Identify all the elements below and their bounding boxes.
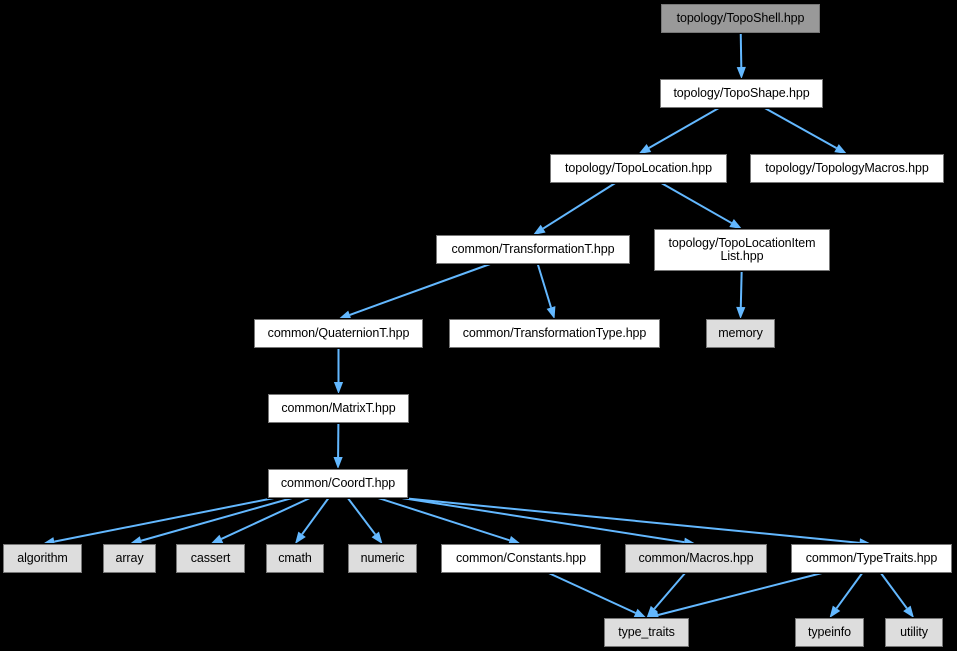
- graph-node-algorithm[interactable]: algorithm: [2, 543, 83, 574]
- graph-node-transformationtype[interactable]: common/TransformationType.hpp: [448, 318, 661, 349]
- graph-node-quaterniont[interactable]: common/QuaternionT.hpp: [253, 318, 424, 349]
- graph-node-memory[interactable]: memory: [705, 318, 776, 349]
- graph-edge-quaterniont-to-matrixt: [333, 348, 344, 394]
- graph-node-cmath[interactable]: cmath: [265, 543, 325, 574]
- graph-node-constants[interactable]: common/Constants.hpp: [440, 543, 602, 574]
- graph-edge-transformationt-to-transformationtype: [536, 263, 556, 319]
- graph-edge-coordt-to-array: [129, 497, 293, 546]
- graph-edge-topolocitemlist-to-memory: [736, 270, 746, 319]
- graph-edge-topolocation-to-topolocitemlist: [660, 182, 742, 229]
- graph-edge-typetraits_hpp-to-typeinfo: [829, 572, 864, 618]
- graph-node-utility[interactable]: utility: [884, 617, 944, 648]
- graph-edge-constants-to-type_traits: [548, 572, 647, 618]
- graph-node-typeinfo[interactable]: typeinfo: [794, 617, 865, 648]
- graph-node-topolocitemlist[interactable]: topology/TopoLocationItem List.hpp: [653, 228, 831, 272]
- graph-edge-coordt-to-cmath: [295, 497, 330, 544]
- graph-edge-macros-to-type_traits: [646, 572, 686, 618]
- graph-node-toposhell[interactable]: topology/TopoShell.hpp: [660, 3, 821, 34]
- graph-node-array[interactable]: array: [102, 543, 157, 574]
- graph-node-topologymacros[interactable]: topology/TopologyMacros.hpp: [749, 153, 945, 184]
- graph-edge-coordt-to-typetraits_hpp: [401, 497, 872, 548]
- graph-node-type_traits[interactable]: type_traits: [603, 617, 690, 648]
- graph-edge-coordt-to-numeric: [346, 497, 383, 544]
- graph-node-numeric[interactable]: numeric: [347, 543, 418, 574]
- graph-edge-matrixt-to-coordt: [333, 422, 343, 469]
- graph-edge-topolocation-to-transformationt: [533, 182, 616, 235]
- graph-node-matrixt[interactable]: common/MatrixT.hpp: [267, 393, 410, 424]
- graph-edge-typetraits_hpp-to-type_traits: [646, 572, 823, 620]
- graph-node-topolocation[interactable]: topology/TopoLocation.hpp: [549, 153, 728, 184]
- graph-edge-coordt-to-cassert: [210, 497, 311, 544]
- graph-edge-coordt-to-algorithm: [42, 497, 275, 547]
- graph-edge-toposhape-to-topolocation: [638, 107, 720, 154]
- graph-node-toposhape[interactable]: topology/TopoShape.hpp: [659, 78, 824, 109]
- graph-node-typetraits_hpp[interactable]: common/TypeTraits.hpp: [790, 543, 953, 574]
- graph-node-transformationt[interactable]: common/TransformationT.hpp: [435, 234, 631, 265]
- graph-edge-transformationt-to-quaterniont: [338, 263, 491, 320]
- graph-node-coordt[interactable]: common/CoordT.hpp: [267, 468, 409, 499]
- graph-node-macros[interactable]: common/Macros.hpp: [624, 543, 768, 574]
- graph-edge-toposhell-to-toposhape: [736, 32, 746, 79]
- graph-node-cassert[interactable]: cassert: [175, 543, 246, 574]
- graph-edge-coordt-to-constants: [377, 497, 521, 545]
- graph-edge-typetraits_hpp-to-utility: [880, 572, 914, 618]
- graph-edge-toposhape-to-topologymacros: [764, 107, 847, 154]
